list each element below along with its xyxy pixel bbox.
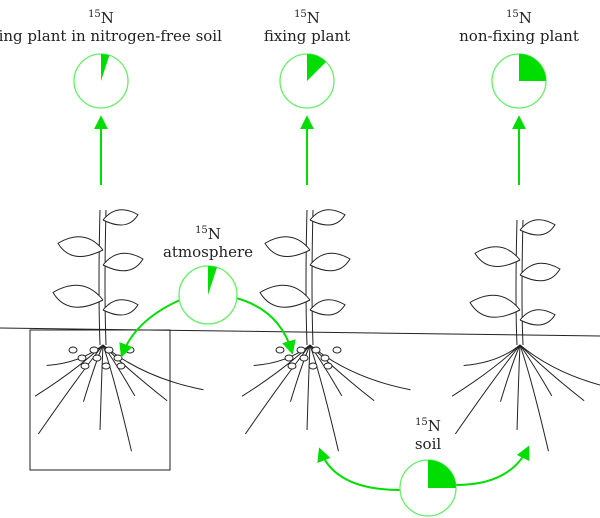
root — [454, 344, 521, 435]
ground-line — [0, 327, 600, 337]
isotope-element: N — [306, 9, 320, 27]
root-nodule — [287, 362, 297, 370]
root — [499, 344, 521, 402]
leaf — [519, 219, 556, 236]
isotope-element: N — [207, 225, 221, 243]
isotope-mass: 15 — [415, 417, 428, 428]
pie-slice-15n — [101, 54, 110, 81]
label-text: fixing plant — [263, 27, 351, 45]
arrow-soil-to-middle — [317, 447, 401, 491]
label-text: fixing plant in nitrogen-free soil — [0, 27, 222, 45]
isotope-element: N — [518, 9, 532, 27]
root-nodule — [80, 362, 90, 370]
root-nodule — [104, 346, 114, 354]
pie-slice-15n — [208, 266, 217, 295]
root-nodule — [68, 346, 78, 354]
non-fixing-plant — [451, 219, 600, 452]
leaf — [309, 299, 346, 316]
leaf — [309, 252, 351, 272]
arrow-atmosphere-to-middle — [235, 297, 296, 355]
root — [451, 344, 521, 397]
leaf — [519, 309, 556, 326]
root-nodule — [323, 362, 333, 370]
stem — [305, 209, 314, 346]
pie-atmosphere — [178, 265, 238, 325]
pie-slice-15n — [307, 54, 327, 81]
root-nodule — [77, 354, 87, 362]
pie-slice-15n — [428, 460, 456, 488]
label-text: non-fixing plant — [459, 27, 579, 45]
stem — [98, 209, 107, 346]
root-nodule — [311, 346, 321, 354]
isotope-mass: 15 — [506, 9, 519, 20]
pie-right — [491, 53, 547, 109]
leaf — [102, 209, 139, 226]
leaf — [259, 284, 311, 308]
leaf — [102, 299, 139, 316]
root — [519, 344, 549, 452]
root — [82, 344, 104, 402]
root — [519, 344, 585, 402]
root — [289, 344, 311, 402]
root — [309, 344, 375, 402]
root — [519, 344, 600, 386]
leaf — [52, 284, 104, 308]
leaf — [474, 246, 521, 267]
root-nodule — [92, 354, 102, 362]
root-nodule — [320, 354, 330, 362]
isotope-mass: 15 — [195, 225, 208, 236]
pie-middle — [279, 53, 335, 109]
leaf — [469, 294, 521, 318]
root — [253, 344, 311, 367]
isotope-element: N — [100, 9, 114, 27]
isotope-element: N — [427, 417, 441, 435]
pie-soil — [399, 459, 457, 517]
leaf — [102, 252, 144, 272]
leaf — [519, 262, 561, 282]
fixing-plant-nitrogen-free-soil — [34, 209, 204, 452]
pie-left — [73, 53, 129, 109]
root — [519, 344, 553, 397]
isotope-mass: 15 — [294, 9, 307, 20]
leaf — [264, 236, 311, 257]
root-nodule — [308, 362, 318, 370]
arrow-atmosphere-to-left — [119, 299, 181, 358]
arrow-soil-to-right — [455, 445, 530, 486]
root — [102, 344, 168, 402]
root-nodule — [125, 346, 135, 354]
root — [46, 344, 104, 367]
label-text: soil — [414, 435, 442, 453]
root-nodule — [332, 346, 342, 354]
pie-slice-15n — [519, 54, 546, 81]
root-nodule — [89, 346, 99, 354]
root-nodule — [101, 362, 111, 370]
root-nodule — [284, 354, 294, 362]
leaf — [57, 236, 104, 257]
fixing-plant — [241, 209, 411, 452]
isotope-mass: 15 — [88, 9, 101, 20]
root — [516, 344, 521, 430]
root — [463, 344, 521, 367]
root-nodule — [299, 354, 309, 362]
root-nodule — [116, 362, 126, 370]
root — [306, 344, 311, 430]
root-nodule — [296, 346, 306, 354]
leaf — [309, 209, 346, 226]
root-nodule — [275, 346, 285, 354]
label-text: atmosphere — [162, 243, 254, 261]
root — [99, 344, 104, 430]
root-nodule — [113, 354, 123, 362]
stem — [515, 219, 524, 346]
